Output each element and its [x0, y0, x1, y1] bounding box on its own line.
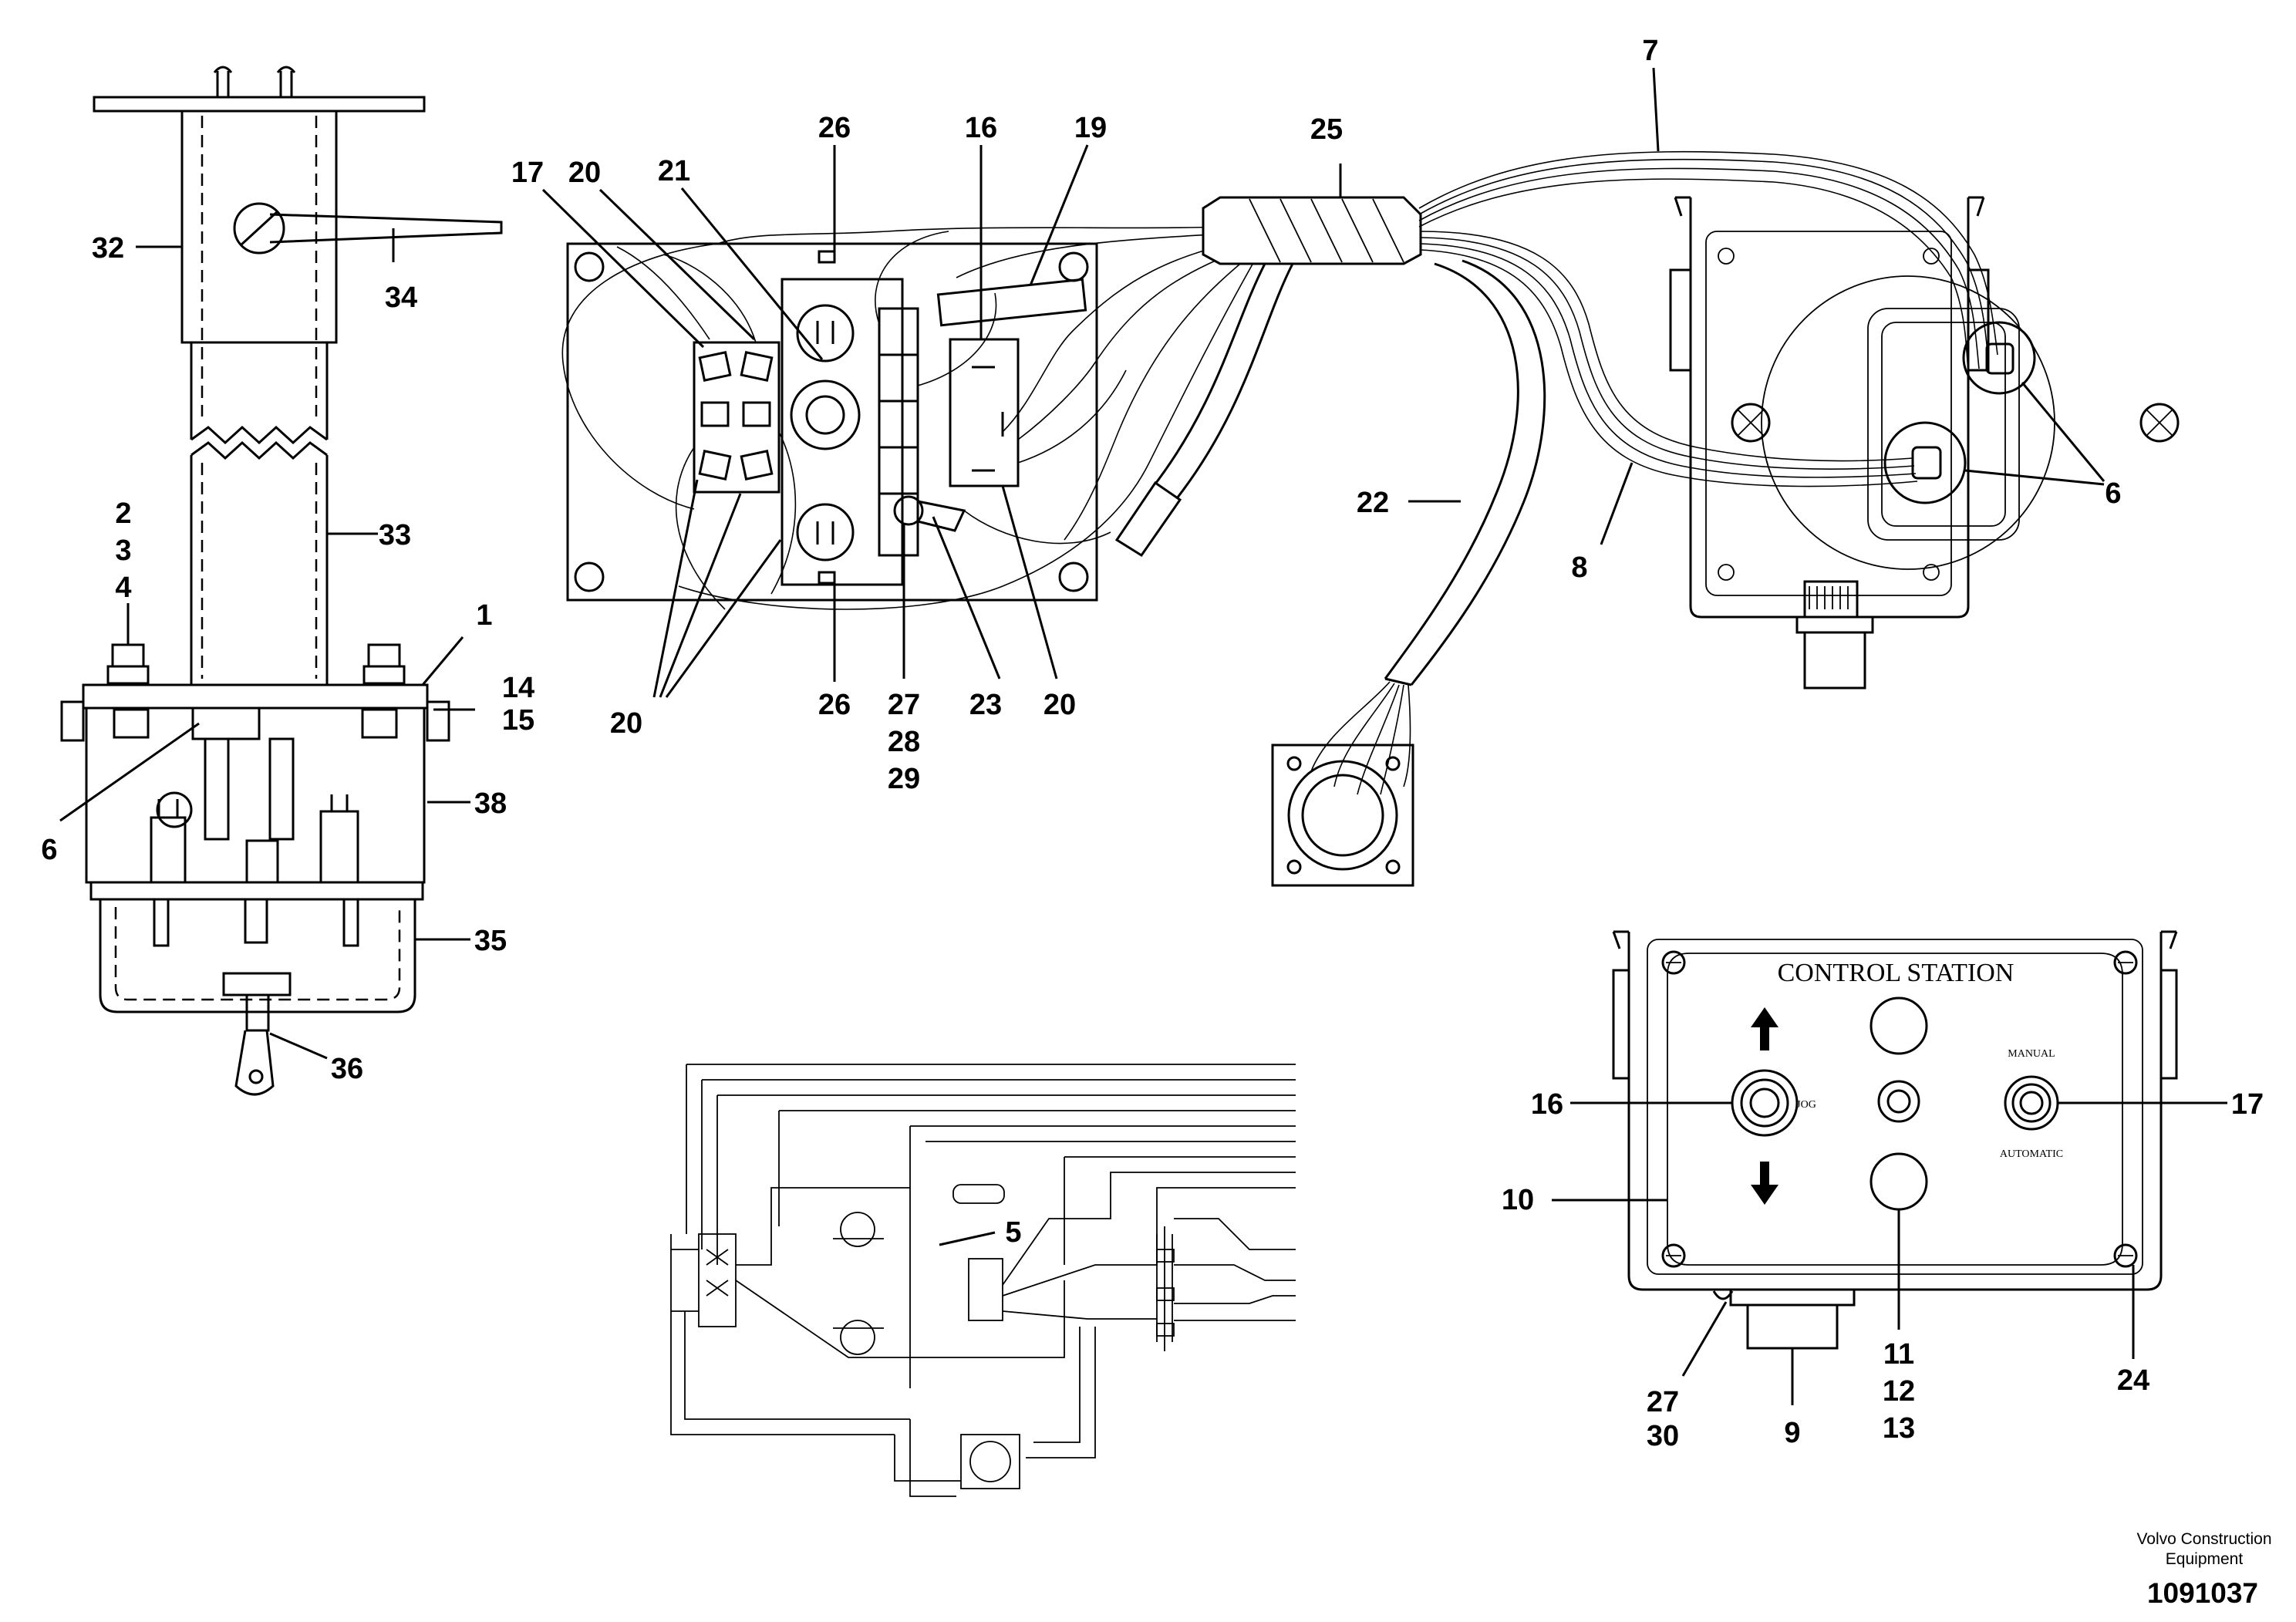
callout-17: 17 — [511, 157, 544, 189]
callout-16: 16 — [965, 112, 997, 144]
callout-20: 20 — [568, 157, 601, 189]
callout-6: 6 — [2105, 477, 2121, 510]
wiring-panel — [561, 224, 1258, 610]
manual-label: MANUAL — [2008, 1048, 2055, 1060]
brand-line-2: Equipment — [2166, 1550, 2244, 1568]
callout-8: 8 — [1571, 551, 1587, 584]
callout-34: 34 — [385, 282, 417, 314]
callout-numbers: 1 2 3 4 5 6 6 7 8 9 10 11 12 13 14 15 16… — [41, 35, 2264, 1452]
leader-lines — [59, 67, 2227, 1405]
callout-13: 13 — [1883, 1412, 1915, 1445]
callout-33: 33 — [379, 519, 411, 551]
callout-4: 4 — [115, 572, 131, 604]
callout-16: 16 — [1531, 1088, 1563, 1121]
wiring-schematic — [670, 1064, 1296, 1497]
callout-26: 26 — [818, 689, 851, 721]
callout-32: 32 — [92, 232, 124, 265]
control-station-title: CONTROL STATION — [1778, 959, 2014, 987]
callout-20: 20 — [610, 707, 642, 740]
callout-10: 10 — [1502, 1184, 1534, 1216]
callout-30: 30 — [1647, 1420, 1679, 1452]
pendant-assembly — [60, 66, 503, 1096]
callout-3: 3 — [115, 534, 131, 567]
callout-19: 19 — [1074, 112, 1107, 144]
callout-27: 27 — [1647, 1386, 1679, 1418]
callout-38: 38 — [474, 787, 507, 820]
callout-28: 28 — [888, 726, 920, 758]
callout-23: 23 — [969, 689, 1002, 721]
callout-12: 12 — [1883, 1375, 1915, 1408]
callout-1: 1 — [476, 599, 492, 632]
callout-9: 9 — [1784, 1417, 1800, 1449]
callout-5: 5 — [1005, 1216, 1021, 1249]
callout-26: 26 — [818, 112, 851, 144]
document-number: 1091037 — [2147, 1577, 2258, 1609]
callout-11: 11 — [1883, 1338, 1914, 1371]
callout-17: 17 — [2231, 1088, 2264, 1121]
callout-22: 22 — [1357, 487, 1389, 519]
callout-6: 6 — [41, 834, 57, 866]
callout-35: 35 — [474, 925, 507, 957]
callout-25: 25 — [1310, 113, 1343, 146]
control-box-rear — [1669, 196, 2180, 690]
automatic-label: AUTOMATIC — [2000, 1148, 2063, 1160]
callout-21: 21 — [658, 155, 690, 187]
callout-36: 36 — [331, 1053, 363, 1085]
callout-7: 7 — [1642, 35, 1658, 67]
callout-20: 20 — [1043, 689, 1076, 721]
callout-2: 2 — [115, 497, 131, 530]
jog-label: JOG — [1796, 1099, 1816, 1111]
cable-harness — [1114, 150, 1998, 887]
callout-15: 15 — [502, 704, 534, 737]
callout-29: 29 — [888, 763, 920, 795]
control-station-front — [1612, 930, 2178, 1350]
brand-line-1: Volvo Construction — [2136, 1530, 2271, 1548]
callout-14: 14 — [502, 672, 534, 704]
callout-27: 27 — [888, 689, 920, 721]
callout-24: 24 — [2117, 1364, 2149, 1397]
